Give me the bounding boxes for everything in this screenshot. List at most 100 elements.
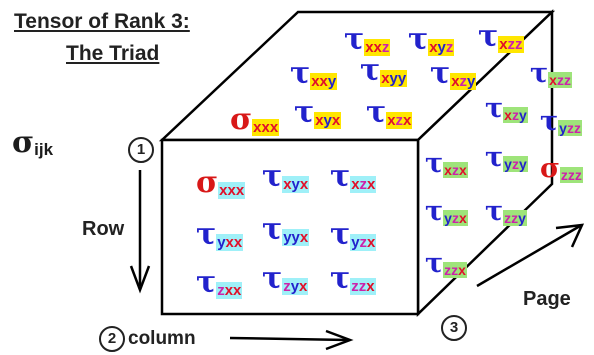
component-subscript: xzz <box>498 36 524 53</box>
subscript-index-z: z <box>444 262 452 278</box>
component-subscript: xzz <box>548 72 572 88</box>
component-symbol: τ <box>330 217 351 252</box>
subscript-index-x: x <box>227 182 236 199</box>
subscript-index-z: z <box>359 234 368 251</box>
component-symbol: τ <box>430 56 451 91</box>
subscript-index-z: z <box>358 278 367 295</box>
component-symbol: τ <box>485 93 504 124</box>
subscript-index-y: y <box>291 229 300 246</box>
front-face-term-tau-zzx: τzzx <box>330 261 376 296</box>
subscript-index-z: z <box>451 210 459 226</box>
component-subscript: xxz <box>364 39 391 56</box>
subscript-index-y: y <box>518 107 527 123</box>
title-line-1: Tensor of Rank 3: <box>14 10 190 33</box>
component-symbol: τ <box>425 148 444 179</box>
marker-2: 2 <box>99 326 125 352</box>
subscript-index-x: x <box>458 262 466 278</box>
front-face-term-tau-yyx: τyyx <box>262 215 310 246</box>
component-symbol: τ <box>344 22 365 57</box>
component-symbol: τ <box>478 19 499 54</box>
subscript-index-x: x <box>269 119 279 136</box>
subscript-index-z: z <box>351 278 359 295</box>
side-face-term-tau-xzz: τxzz <box>530 60 572 88</box>
subscript-index-x: x <box>367 234 376 251</box>
subscript-index-y: y <box>323 112 332 129</box>
component-symbol: τ <box>366 95 387 130</box>
subscript-index-x: x <box>224 282 234 299</box>
subscript-index-y: y <box>283 229 292 246</box>
subscript-index-z: z <box>573 120 581 136</box>
row-label: Row <box>82 218 125 240</box>
page-label: Page <box>523 288 571 310</box>
top-face-term-tau-xxy: τxxy <box>290 56 338 91</box>
front-face-term-tau-xyx: τxyx <box>262 159 310 194</box>
subscript-index-x: x <box>299 229 309 246</box>
column-arrow <box>229 329 354 351</box>
component-subscript: zxx <box>216 282 243 299</box>
subscript-index-y: y <box>518 210 526 226</box>
subscript-index-x: x <box>458 162 467 178</box>
subscript-index-x: x <box>366 278 375 295</box>
component-symbol: τ <box>330 159 351 194</box>
marker-3: 3 <box>441 315 467 341</box>
subscript-index-y: y <box>291 176 300 193</box>
component-subscript: xxx <box>218 182 246 199</box>
component-subscript: zzy <box>503 210 527 226</box>
subscript-index-z: z <box>395 112 404 129</box>
subscript-index-z: z <box>283 278 291 295</box>
component-symbol: τ <box>262 159 283 194</box>
subscript-index-x: x <box>225 234 234 251</box>
subscript-index-y: y <box>389 70 398 87</box>
subscript-index-z: z <box>511 210 519 226</box>
subscript-index-x: x <box>235 182 245 199</box>
subscript-index-x: x <box>253 119 262 136</box>
subscript-index-z: z <box>556 72 564 88</box>
side-face-term-tau-zzx: τzzx <box>425 248 467 279</box>
component-subscript: zzz <box>559 167 583 183</box>
subscript-index-x: x <box>299 176 309 193</box>
subscript-index-x: x <box>451 73 460 90</box>
subscript-index-y: y <box>290 278 300 295</box>
subscript-index-z: z <box>445 39 454 56</box>
side-face-term-tau-yzx: τyzx <box>425 198 468 226</box>
subscript-index-y: y <box>518 156 527 172</box>
sigma-ijk-symbol: σ <box>12 125 35 160</box>
component-symbol: τ <box>425 248 444 279</box>
component-symbol: τ <box>294 95 315 130</box>
component-subscript: xyx <box>314 112 342 129</box>
front-face-term-tau-yzx: τyzx <box>330 217 377 252</box>
top-face-term-tau-xzx: τxzx <box>366 95 413 130</box>
top-face-term-tau-xyx: τxyx <box>294 95 342 130</box>
front-face-term-tau-zxx: τzxx <box>196 268 243 299</box>
row-arrow <box>129 170 151 294</box>
subscript-index-x: x <box>351 176 360 193</box>
subscript-index-z: z <box>511 156 519 172</box>
subscript-index-z: z <box>574 167 582 183</box>
side-face-term-tau-yzy: τyzy <box>485 144 528 172</box>
subscript-index-z: z <box>451 262 459 278</box>
page-arrow <box>476 223 585 288</box>
sigma-ijk-label: σijk <box>12 125 53 160</box>
component-subscript: yyx <box>282 229 310 246</box>
component-subscript: xzy <box>450 73 477 90</box>
subscript-index-x: x <box>365 39 374 56</box>
component-symbol: τ <box>330 261 351 296</box>
subscript-index-y: y <box>467 73 476 90</box>
subscript-index-x: x <box>261 119 270 136</box>
subscript-index-z: z <box>567 167 575 183</box>
subscript-index-x: x <box>549 72 557 88</box>
top-face-term-tau-xzy: τxzy <box>430 56 477 91</box>
subscript-index-x: x <box>403 112 412 129</box>
component-symbol: τ <box>290 56 311 91</box>
subscript-index-x: x <box>429 39 438 56</box>
subscript-index-x: x <box>387 112 396 129</box>
component-subscript: yxx <box>216 234 244 251</box>
front-face-term-tau-zyx: τzyx <box>262 264 309 295</box>
side-face-term-sigma-zzz: σzzz <box>540 155 583 183</box>
subscript-index-z: z <box>217 282 225 299</box>
subscript-index-x: x <box>331 112 341 129</box>
subscript-index-x: x <box>499 36 508 53</box>
subscript-index-z: z <box>504 210 512 226</box>
subscript-index-x: x <box>283 176 292 193</box>
